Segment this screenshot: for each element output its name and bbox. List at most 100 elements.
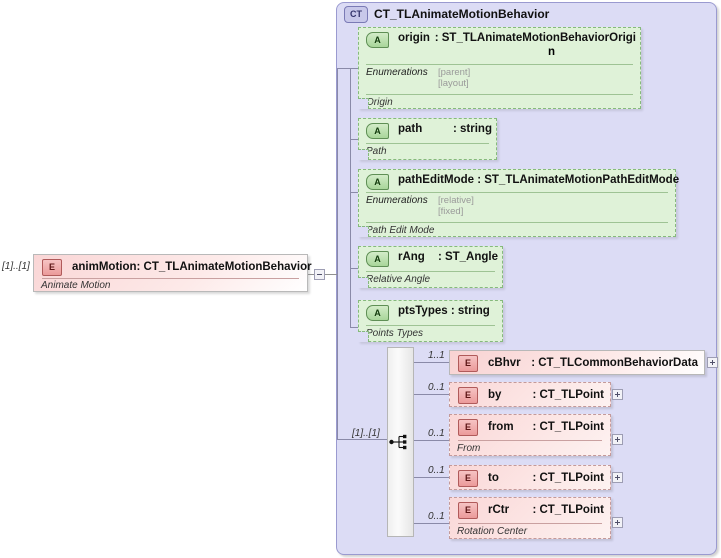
enumerations-values: [relative] [fixed] bbox=[438, 195, 474, 217]
attribute-path[interactable]: A path : string Path bbox=[358, 118, 497, 160]
divider bbox=[366, 143, 489, 144]
corner-notch bbox=[358, 331, 369, 342]
attribute-origin-type: : ST_TLAnimateMotionBehaviorOrigi bbox=[434, 32, 636, 44]
connector-line bbox=[414, 394, 449, 395]
root-element-name: animMotion bbox=[72, 261, 137, 273]
element-to-type: : CT_TLPoint bbox=[532, 472, 604, 484]
element-to-title: E to : CT_TLPoint bbox=[450, 466, 610, 490]
corner-notch bbox=[358, 149, 369, 160]
connector-line bbox=[414, 523, 449, 524]
enumerations-values: [parent] [layout] bbox=[438, 67, 470, 89]
attribute-path-type: : string bbox=[453, 123, 492, 135]
element-cBhvr-name: cBhvr bbox=[488, 357, 521, 369]
attribute-badge-icon: A bbox=[366, 251, 389, 267]
enum-value: [layout] bbox=[438, 78, 469, 89]
element-from-documentation: From bbox=[457, 443, 481, 454]
attribute-rAng-documentation: Relative Angle bbox=[366, 274, 431, 285]
element-from-name: from bbox=[488, 421, 514, 433]
complex-type-title: CT_TLAnimateMotionBehavior bbox=[374, 7, 550, 21]
attribute-path-title: A path : string bbox=[359, 119, 496, 143]
element-by[interactable]: E by : CT_TLPoint bbox=[449, 382, 611, 407]
element-cBhvr-expand-toggle[interactable] bbox=[707, 357, 718, 368]
root-occurrence-label: [1]..[1] bbox=[2, 261, 30, 272]
attribute-trunk-line bbox=[337, 68, 338, 275]
cardinality-rCtr: 0..1 bbox=[428, 511, 445, 522]
divider bbox=[366, 222, 668, 223]
connector-line bbox=[414, 362, 449, 363]
divider bbox=[458, 440, 602, 441]
cardinality-to: 0..1 bbox=[428, 465, 445, 476]
divider bbox=[366, 271, 495, 272]
element-rCtr-title: E rCtr : CT_TLPoint bbox=[450, 498, 610, 522]
attribute-branch-line bbox=[350, 68, 351, 327]
sequence-icon bbox=[389, 434, 413, 450]
enumerations-label: Enumerations bbox=[366, 67, 428, 78]
attribute-badge-icon: A bbox=[366, 174, 389, 190]
connector-line bbox=[308, 274, 314, 275]
enumerations-label: Enumerations bbox=[366, 195, 428, 206]
divider bbox=[42, 278, 299, 279]
complex-type-badge-icon: CT bbox=[344, 5, 368, 23]
attribute-rAng-type: : ST_Angle bbox=[437, 251, 498, 263]
element-to[interactable]: E to : CT_TLPoint bbox=[449, 465, 611, 490]
corner-notch bbox=[358, 98, 369, 109]
cardinality-cBhvr: 1..1 bbox=[428, 350, 445, 361]
attribute-pathEditMode-title: A pathEditMode : ST_TLAnimateMotionPathE… bbox=[359, 170, 679, 194]
attribute-pathEditMode-documentation: Path Edit Mode bbox=[366, 225, 435, 236]
element-badge-icon: E bbox=[458, 469, 478, 487]
attribute-pathEditMode[interactable]: A pathEditMode : ST_TLAnimateMotionPathE… bbox=[358, 169, 679, 237]
divider bbox=[366, 192, 668, 193]
attribute-origin-type-wrap: n bbox=[548, 46, 556, 58]
element-rCtr-name: rCtr bbox=[488, 504, 510, 516]
root-element-animMotion[interactable]: E animMotion : CT_TLAnimateMotionBehavio… bbox=[33, 254, 312, 292]
root-element-documentation: Animate Motion bbox=[41, 280, 111, 291]
attribute-ptsTypes-title: A ptsTypes : string bbox=[359, 301, 502, 325]
element-badge-icon: E bbox=[458, 418, 478, 436]
attribute-ptsTypes[interactable]: A ptsTypes : string Points Types bbox=[358, 300, 503, 342]
connector-line bbox=[414, 477, 449, 478]
element-by-name: by bbox=[488, 389, 502, 401]
element-cBhvr-type: : CT_TLCommonBehaviorData bbox=[531, 357, 698, 369]
element-by-type: : CT_TLPoint bbox=[532, 389, 604, 401]
connector-line bbox=[350, 192, 360, 193]
element-by-title: E by : CT_TLPoint bbox=[450, 383, 610, 407]
element-from-expand-toggle[interactable] bbox=[612, 434, 623, 445]
cardinality-from: 0..1 bbox=[428, 428, 445, 439]
attribute-pathEditMode-enumerations: Enumerations [relative] [fixed] bbox=[366, 195, 669, 217]
element-rCtr[interactable]: E rCtr : CT_TLPoint Rotation Center bbox=[449, 497, 611, 539]
element-from[interactable]: E from : CT_TLPoint From bbox=[449, 414, 611, 456]
element-from-type: : CT_TLPoint bbox=[532, 421, 604, 433]
element-cBhvr-title: E cBhvr : CT_TLCommonBehaviorData bbox=[450, 351, 704, 375]
complex-type-header: CT CT_TLAnimateMotionBehavior bbox=[344, 5, 549, 23]
attribute-badge-icon: A bbox=[366, 32, 389, 48]
attribute-rAng-name: rAng bbox=[398, 251, 425, 263]
attribute-ptsTypes-documentation: Points Types bbox=[366, 328, 424, 339]
attribute-origin[interactable]: A origin : ST_TLAnimateMotionBehaviorOri… bbox=[358, 27, 641, 109]
connector-line bbox=[337, 439, 387, 440]
element-badge-icon: E bbox=[458, 354, 478, 372]
corner-notch bbox=[358, 226, 369, 237]
divider bbox=[366, 94, 633, 95]
element-cBhvr[interactable]: E cBhvr : CT_TLCommonBehaviorData bbox=[449, 350, 705, 375]
element-badge-icon: E bbox=[42, 258, 62, 276]
attribute-rAng-title: A rAng : ST_Angle bbox=[359, 247, 502, 271]
connector-line bbox=[350, 139, 360, 140]
divider bbox=[366, 325, 495, 326]
content-trunk-line bbox=[337, 274, 338, 439]
attribute-badge-icon: A bbox=[366, 305, 389, 321]
connector-line bbox=[414, 440, 449, 441]
element-rCtr-expand-toggle[interactable] bbox=[612, 517, 623, 528]
divider bbox=[458, 523, 602, 524]
enum-value: [parent] bbox=[438, 67, 471, 78]
enum-value: [fixed] bbox=[438, 206, 464, 217]
attribute-origin-title: A origin : ST_TLAnimateMotionBehaviorOri… bbox=[359, 28, 640, 52]
attribute-rAng[interactable]: A rAng : ST_Angle Relative Angle bbox=[358, 246, 503, 288]
element-rCtr-documentation: Rotation Center bbox=[457, 526, 528, 537]
element-to-expand-toggle[interactable] bbox=[612, 472, 623, 483]
root-element-title: E animMotion : CT_TLAnimateMotionBehavio… bbox=[34, 255, 312, 279]
element-by-expand-toggle[interactable] bbox=[612, 389, 623, 400]
element-rCtr-type: : CT_TLPoint bbox=[532, 504, 604, 516]
attribute-pathEditMode-name: pathEditMode : ST_TLAnimateMotionPathEdi… bbox=[398, 174, 680, 186]
root-collapse-toggle[interactable] bbox=[314, 269, 325, 280]
attribute-path-name: path bbox=[398, 123, 423, 135]
